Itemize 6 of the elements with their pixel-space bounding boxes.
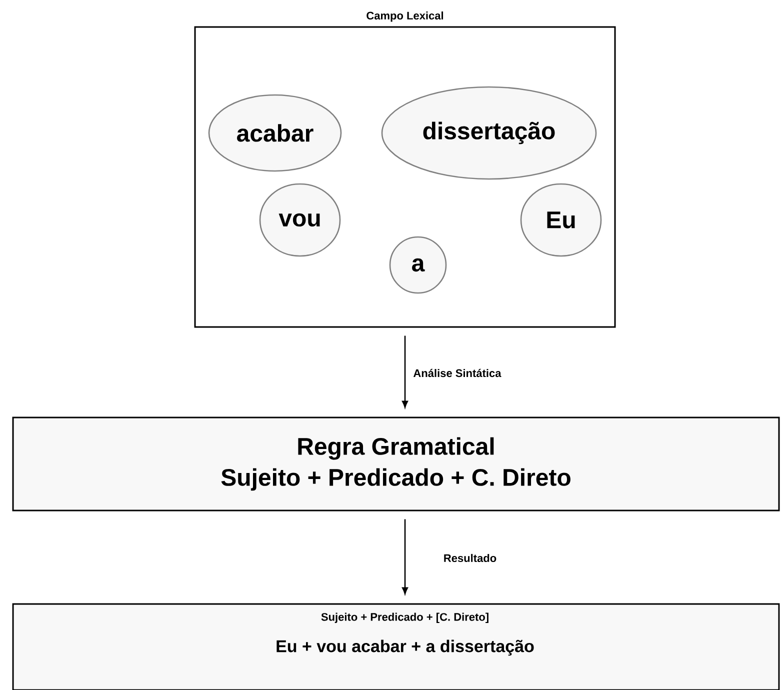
frame-title: Campo Lexical <box>366 11 444 22</box>
result-box: Sujeito + Predicado + [C. Direto] Eu + vou acabar + a dissertação <box>12 603 780 690</box>
edge-label: Resultado <box>444 554 496 562</box>
arrow <box>402 336 408 408</box>
arrow <box>402 519 408 594</box>
edge-label: Análise Sintática <box>413 368 502 378</box>
